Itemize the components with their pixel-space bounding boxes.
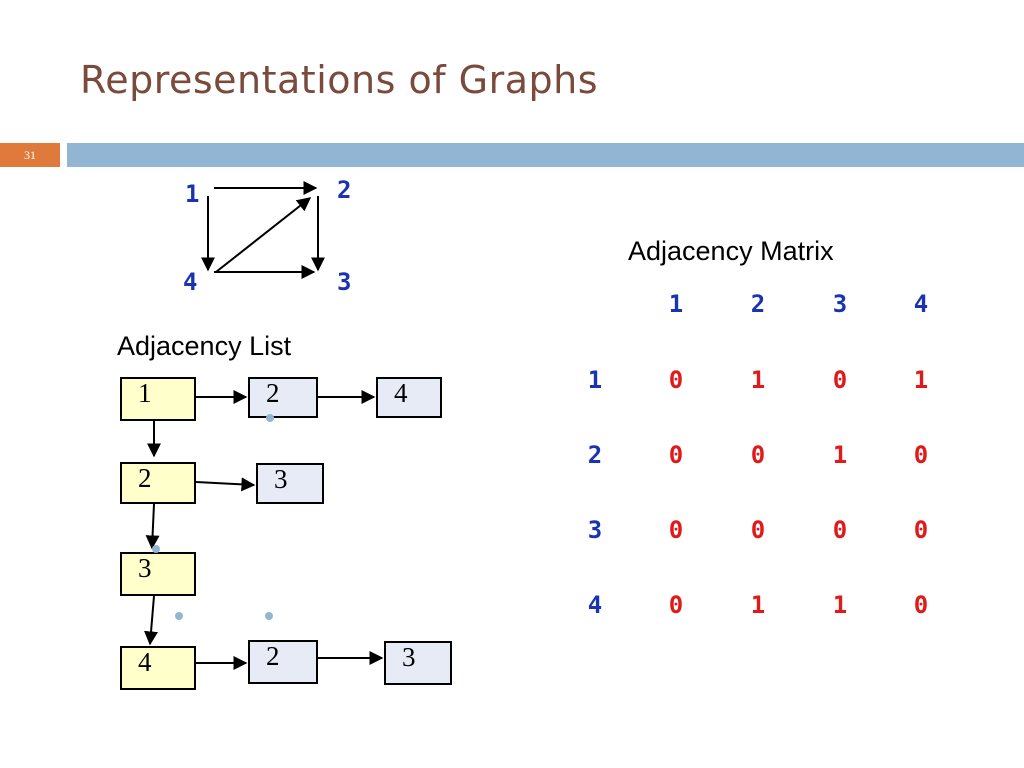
matrix-cell: 0 [668, 441, 684, 469]
matrix-cell: 0 [668, 591, 684, 619]
matrix-cell: 0 [750, 441, 766, 469]
matrix-cell: 1 [750, 591, 766, 619]
graph-node-2: 2 [337, 176, 352, 204]
list-head-2: 2 [120, 462, 196, 504]
matrix-row-header: 1 [587, 366, 603, 394]
list-head-3: 3 [120, 552, 196, 596]
matrix-cell: 0 [913, 591, 929, 619]
matrix-row-header: 3 [587, 516, 603, 544]
matrix-cell: 0 [913, 516, 929, 544]
list-node-4-2: 3 [384, 641, 452, 685]
slide-title: Representations of Graphs [80, 58, 599, 102]
matrix-cell: 1 [832, 591, 848, 619]
matrix-cell: 0 [832, 366, 848, 394]
bullet-dot [175, 612, 183, 620]
matrix-col-header: 4 [913, 290, 929, 318]
matrix-row-header: 4 [587, 591, 603, 619]
list-node-4-1: 2 [248, 640, 318, 684]
matrix-cell: 0 [668, 516, 684, 544]
bullet-dot [266, 414, 274, 422]
list-node-1-1: 2 [248, 377, 318, 418]
graph-edge-4-2 [215, 197, 312, 273]
matrix-cell: 0 [668, 366, 684, 394]
adjacency-matrix-label: Adjacency Matrix [628, 236, 834, 266]
bullet-dot [265, 612, 273, 620]
list-arrow-2-a [195, 477, 256, 492]
bullet-dot [152, 545, 160, 553]
adjacency-list-label: Adjacency List [117, 331, 292, 361]
matrix-col-header: 3 [832, 290, 848, 318]
graph-node-4: 4 [183, 268, 198, 296]
matrix-cell: 1 [750, 366, 766, 394]
list-node-1-2: 4 [376, 377, 442, 418]
list-node-2-1: 3 [256, 463, 324, 504]
list-head-4: 4 [120, 646, 196, 690]
matrix-cell: 1 [832, 441, 848, 469]
list-head-1: 1 [120, 377, 196, 421]
matrix-cell: 0 [832, 516, 848, 544]
graph-node-3: 3 [337, 268, 352, 296]
matrix-row-header: 2 [587, 441, 603, 469]
matrix-cell: 0 [913, 441, 929, 469]
matrix-col-header: 1 [668, 290, 684, 318]
header-bar [67, 143, 1024, 167]
list-chain-arrow-3 [144, 595, 159, 646]
matrix-col-header: 2 [750, 290, 766, 318]
matrix-cell: 0 [750, 516, 766, 544]
graph-node-1: 1 [185, 180, 200, 208]
list-chain-arrow-2 [145, 503, 160, 550]
slide-number: 31 [0, 143, 60, 167]
matrix-cell: 1 [913, 366, 929, 394]
